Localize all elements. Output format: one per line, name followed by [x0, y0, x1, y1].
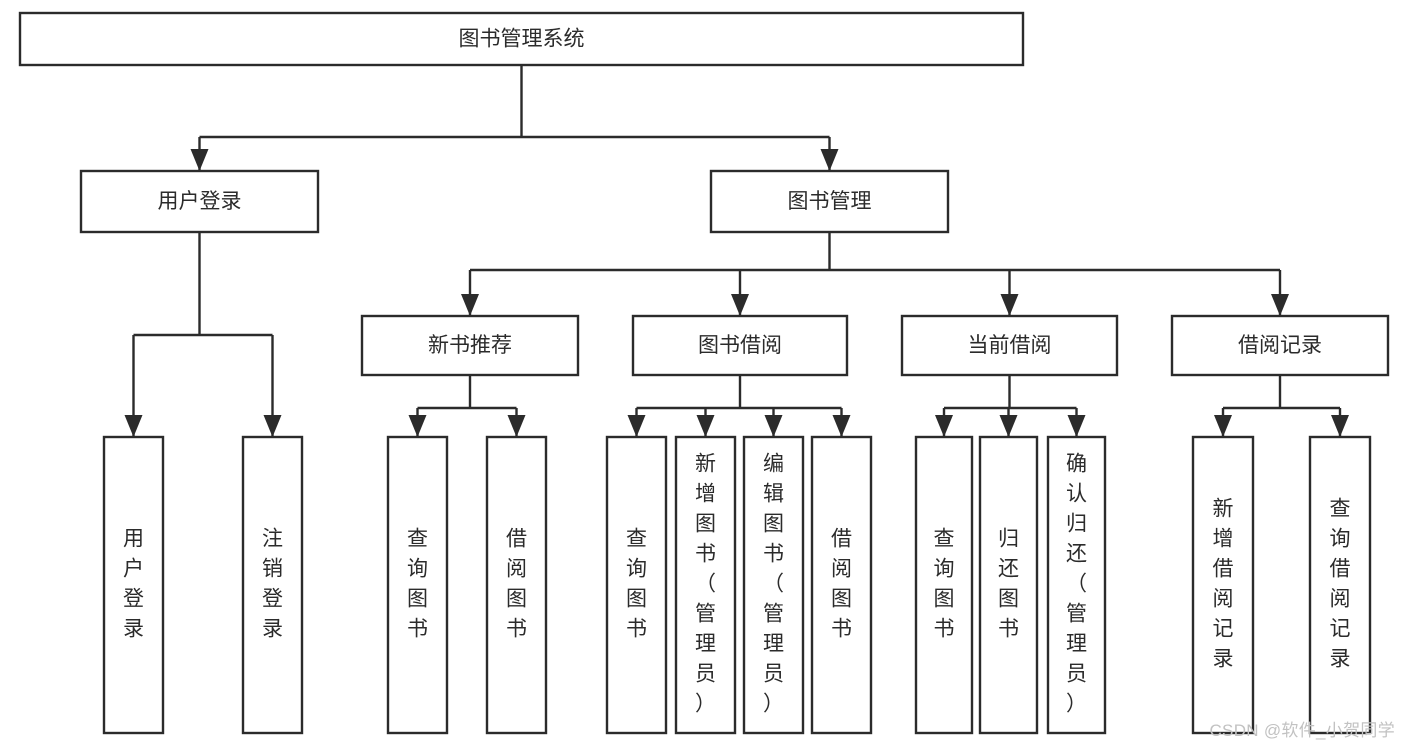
node-borrow-record[interactable]: 借阅记录: [1170, 314, 1390, 377]
node-label: 确认归还（管理员）: [1066, 453, 1087, 716]
node-label: 查询借阅记录: [1330, 498, 1351, 671]
node-box[interactable]: [241, 435, 304, 735]
node-leaf-query-book-cur[interactable]: 查询图书: [914, 435, 974, 735]
node-label: 新增图书（管理员）: [695, 453, 716, 716]
arrow-head-icon: [832, 415, 851, 437]
arrow-head-icon: [190, 149, 209, 171]
node-box[interactable]: [1046, 435, 1107, 735]
node-box[interactable]: [605, 435, 668, 735]
node-label: 当前借阅: [968, 334, 1052, 357]
arrow-head-icon: [507, 415, 526, 437]
node-label: 新增借阅记录: [1213, 498, 1234, 671]
node-label: 查询图书: [626, 528, 647, 641]
node-label: 借阅图书: [831, 528, 852, 641]
node-user-login[interactable]: 用户登录: [79, 169, 320, 234]
arrow-head-icon: [820, 149, 839, 171]
node-box[interactable]: [900, 314, 1119, 377]
node-root[interactable]: 图书管理系统: [18, 11, 1025, 67]
node-leaf-borrow-book-rec[interactable]: 借阅图书: [485, 435, 548, 735]
node-leaf-query-book-rec[interactable]: 查询图书: [386, 435, 449, 735]
node-box[interactable]: [674, 435, 737, 735]
node-label: 用户登录: [158, 190, 242, 213]
node-box[interactable]: [79, 169, 320, 234]
node-box[interactable]: [631, 314, 849, 377]
node-label: 编辑图书（管理员）: [763, 453, 784, 716]
node-label: 借阅记录: [1238, 334, 1322, 357]
node-label: 新书推荐: [428, 334, 512, 357]
arrow-head-icon: [1214, 415, 1232, 437]
node-box[interactable]: [102, 435, 165, 735]
node-leaf-query-book-borrow[interactable]: 查询图书: [605, 435, 668, 735]
node-leaf-borrow-book[interactable]: 借阅图书: [810, 435, 873, 735]
node-label: 图书借阅: [698, 334, 782, 357]
node-leaf-return-book[interactable]: 归还图书: [978, 435, 1039, 735]
node-box[interactable]: [386, 435, 449, 735]
node-box[interactable]: [810, 435, 873, 735]
arrow-head-icon: [1067, 415, 1086, 437]
node-box[interactable]: [485, 435, 548, 735]
node-label: 借阅图书: [506, 528, 527, 641]
node-new-book-recommend[interactable]: 新书推荐: [360, 314, 580, 377]
node-label: 图书管理系统: [459, 28, 585, 51]
arrow-head-icon: [461, 294, 479, 316]
node-leaf-add-record[interactable]: 新增借阅记录: [1191, 435, 1255, 735]
node-leaf-confirm-return[interactable]: 确认归还（管理员）: [1046, 435, 1107, 735]
arrow-head-icon: [764, 415, 783, 437]
arrow-head-icon: [627, 415, 646, 437]
node-book-borrow[interactable]: 图书借阅: [631, 314, 849, 377]
node-leaf-edit-book[interactable]: 编辑图书（管理员）: [742, 435, 805, 735]
arrow-head-icon: [1000, 294, 1019, 316]
node-label: 查询图书: [934, 528, 955, 641]
node-current-borrow[interactable]: 当前借阅: [900, 314, 1119, 377]
node-label: 用户登录: [123, 528, 144, 641]
node-box[interactable]: [1170, 314, 1390, 377]
node-box[interactable]: [709, 169, 950, 234]
node-book-manage[interactable]: 图书管理: [709, 169, 950, 234]
arrow-head-icon: [408, 415, 427, 437]
node-label: 图书管理: [788, 190, 872, 213]
node-label: 归还图书: [998, 528, 1019, 641]
node-label: 注销登录: [262, 528, 283, 641]
node-leaf-add-book[interactable]: 新增图书（管理员）: [674, 435, 737, 735]
arrow-head-icon: [935, 415, 953, 437]
arrow-head-icon: [999, 415, 1018, 437]
node-leaf-query-record[interactable]: 查询借阅记录: [1308, 435, 1372, 735]
arrow-head-icon: [731, 294, 749, 316]
node-box[interactable]: [742, 435, 805, 735]
csdn-watermark: CSDN @软件_小贺同学: [1209, 721, 1395, 740]
node-label: 查询图书: [407, 528, 428, 641]
arrow-head-icon: [696, 415, 715, 437]
node-box[interactable]: [914, 435, 974, 735]
node-leaf-logout[interactable]: 注销登录: [241, 435, 304, 735]
node-box[interactable]: [1308, 435, 1372, 735]
arrow-head-icon: [263, 415, 282, 437]
node-box[interactable]: [18, 11, 1025, 67]
node-box[interactable]: [978, 435, 1039, 735]
node-leaf-user-login[interactable]: 用户登录: [102, 435, 165, 735]
node-box[interactable]: [360, 314, 580, 377]
arrow-head-icon: [1331, 415, 1349, 437]
node-box[interactable]: [1191, 435, 1255, 735]
arrow-head-icon: [1271, 294, 1289, 316]
arrow-head-icon: [124, 415, 143, 437]
